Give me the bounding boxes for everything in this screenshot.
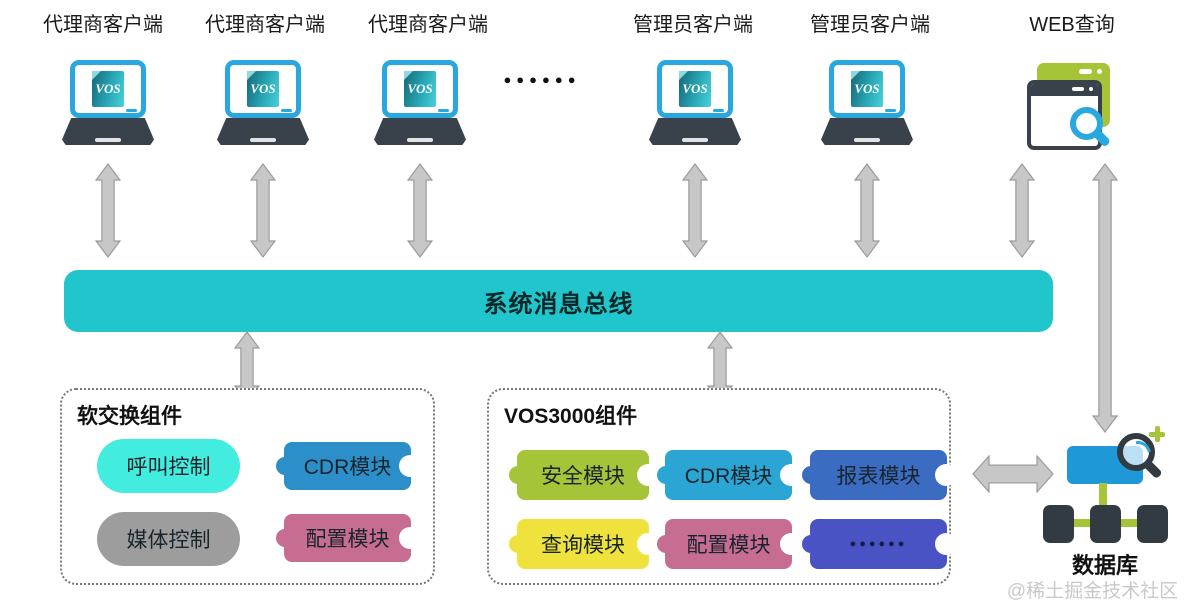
client-label-2: 代理商客户端 bbox=[205, 14, 325, 36]
module-report: 报表模块 bbox=[802, 450, 957, 500]
updown-arrow bbox=[682, 163, 708, 258]
module-label: 配置模块 bbox=[305, 528, 390, 551]
client-label-4: 管理员客户端 bbox=[633, 14, 753, 36]
database-node bbox=[1043, 505, 1074, 543]
laptop-icon: VOS bbox=[62, 60, 154, 152]
database-icon bbox=[1035, 425, 1175, 550]
laptop-icon: VOS bbox=[374, 60, 466, 152]
module-call-control: 呼叫控制 bbox=[97, 439, 240, 493]
module-more: ●●●●●● bbox=[802, 519, 957, 569]
module-config: 配置模块 bbox=[657, 519, 802, 569]
vos-logo-text: VOS bbox=[854, 81, 880, 96]
vos-logo-icon: VOS bbox=[92, 71, 124, 107]
vos-logo-icon: VOS bbox=[404, 71, 436, 107]
module-label: 安全模块 bbox=[541, 465, 625, 488]
vos3000-box: VOS3000组件 安全模块 CDR模块 报表模块 查询模块 配置模块 ●●●●… bbox=[487, 388, 957, 585]
web-query-label: WEB查询 bbox=[1029, 14, 1115, 36]
client-label-1: 代理商客户端 bbox=[43, 14, 163, 36]
touchpad bbox=[854, 138, 880, 142]
module-label: 配置模块 bbox=[686, 534, 771, 557]
updown-arrow bbox=[95, 163, 121, 258]
ellipsis-dots: ●●●●●● bbox=[503, 72, 581, 87]
vos-logo-icon: VOS bbox=[851, 71, 883, 107]
laptop-screen: VOS bbox=[657, 60, 733, 118]
softswitch-box: 软交换组件 呼叫控制 CDR模块 媒体控制 配置模块 bbox=[60, 388, 435, 585]
module-label: 报表模块 bbox=[836, 465, 921, 488]
touchpad bbox=[407, 138, 433, 142]
magnifier-icon bbox=[1117, 433, 1155, 471]
touchpad bbox=[95, 138, 121, 142]
laptop-icon: VOS bbox=[649, 60, 741, 152]
database-node bbox=[1090, 505, 1121, 543]
watermark: @稀土掘金技术社区 bbox=[1006, 581, 1179, 602]
vos-logo-text: VOS bbox=[407, 81, 433, 96]
vos-logo-icon: VOS bbox=[247, 71, 279, 107]
screen-detail bbox=[438, 109, 449, 112]
touchpad bbox=[250, 138, 276, 142]
magnifier-icon bbox=[1070, 107, 1103, 140]
module-label: 呼叫控制 bbox=[126, 456, 211, 479]
client-label-3: 代理商客户端 bbox=[368, 14, 488, 36]
screen-detail bbox=[126, 109, 137, 112]
laptop-base bbox=[374, 118, 466, 145]
vos-logo-text: VOS bbox=[95, 81, 121, 96]
laptop-icon: VOS bbox=[217, 60, 309, 152]
laptop-base bbox=[217, 118, 309, 145]
module-config: 配置模块 bbox=[276, 514, 421, 562]
screen-detail bbox=[713, 109, 724, 112]
touchpad bbox=[682, 138, 708, 142]
module-label: 查询模块 bbox=[541, 534, 625, 557]
updown-arrow-web-bus bbox=[1009, 163, 1035, 258]
screen-detail bbox=[885, 109, 896, 112]
database-node bbox=[1137, 505, 1168, 543]
vos-logo-text: VOS bbox=[250, 81, 276, 96]
laptop-base bbox=[649, 118, 741, 145]
laptop-screen: VOS bbox=[70, 60, 146, 118]
screen-detail bbox=[281, 109, 292, 112]
vos3000-box-title: VOS3000组件 bbox=[504, 405, 638, 428]
updown-arrow bbox=[407, 163, 433, 258]
database-connector bbox=[1099, 483, 1107, 509]
laptop-base bbox=[821, 118, 913, 145]
module-cdr: CDR模块 bbox=[657, 450, 802, 500]
system-message-bus: 系统消息总线 bbox=[64, 270, 1053, 332]
laptop-base bbox=[62, 118, 154, 145]
updown-arrow-web-database bbox=[1092, 163, 1118, 433]
module-cdr: CDR模块 bbox=[276, 442, 421, 490]
browser-titlebar bbox=[1031, 84, 1098, 96]
module-label: CDR模块 bbox=[303, 456, 392, 479]
softswitch-box-title: 软交换组件 bbox=[77, 405, 182, 428]
module-query: 查询模块 bbox=[509, 519, 659, 569]
vos-logo-icon: VOS bbox=[679, 71, 711, 107]
vos-logo-text: VOS bbox=[682, 81, 708, 96]
module-label: CDR模块 bbox=[684, 465, 773, 488]
laptop-screen: VOS bbox=[829, 60, 905, 118]
laptop-screen: VOS bbox=[225, 60, 301, 118]
plus-icon bbox=[1155, 426, 1160, 442]
module-media-control: 媒体控制 bbox=[97, 512, 240, 566]
module-security: 安全模块 bbox=[509, 450, 659, 500]
updown-arrow bbox=[854, 163, 880, 258]
leftright-arrow-vos3000-database bbox=[972, 455, 1054, 493]
laptop-icon: VOS bbox=[821, 60, 913, 152]
module-label: 媒体控制 bbox=[126, 529, 211, 552]
web-browser-icon bbox=[1025, 58, 1120, 158]
database-label: 数据库 bbox=[1071, 553, 1138, 578]
updown-arrow bbox=[250, 163, 276, 258]
module-label: ●●●●●● bbox=[849, 538, 908, 550]
bus-label: 系统消息总线 bbox=[483, 290, 634, 318]
client-label-5: 管理员客户端 bbox=[810, 14, 930, 36]
laptop-screen: VOS bbox=[382, 60, 458, 118]
